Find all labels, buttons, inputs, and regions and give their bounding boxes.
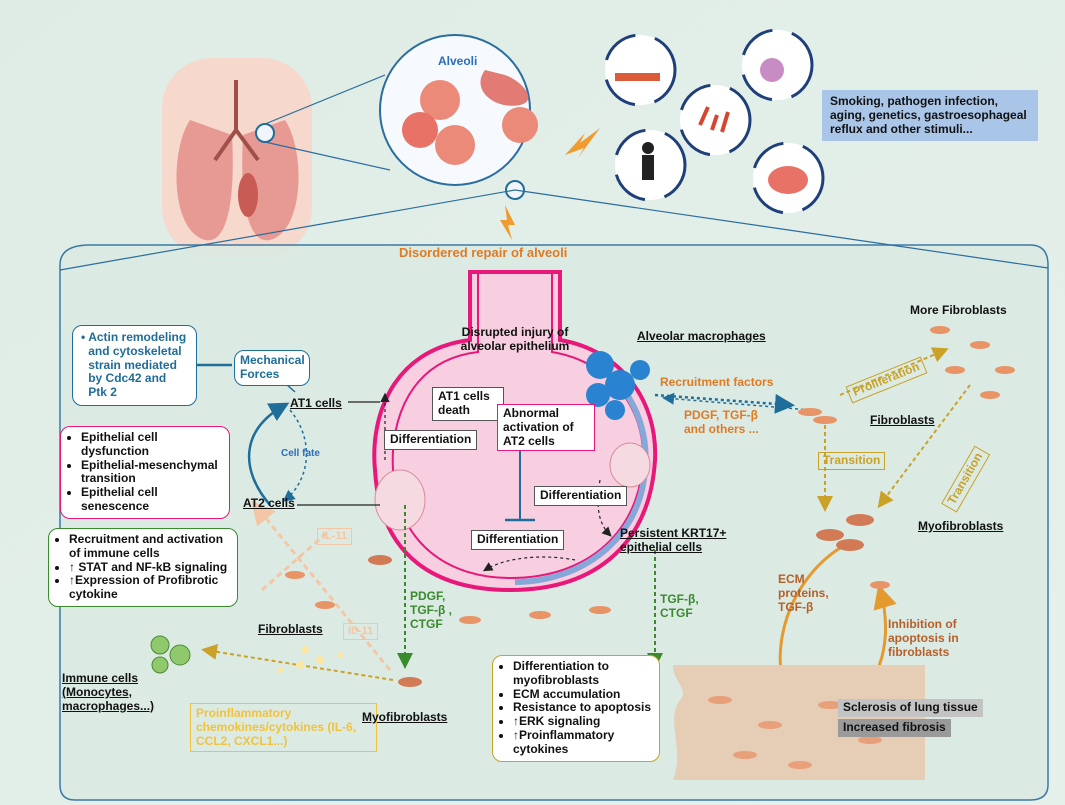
cell-fate-label: Cell fate [281, 448, 320, 459]
alveolar-macrophages-label: Alveolar macrophages [637, 329, 766, 343]
epithelial-item: Epithelial-mesenchymal transition [81, 458, 223, 487]
transition-left-label: Transition [818, 452, 886, 470]
alveoli-label: Alveoli [438, 54, 478, 68]
fibroblasts-left-label: Fibroblasts [258, 622, 323, 636]
at1-cells-label: AT1 cells [290, 396, 342, 410]
immune-activation-box: Recruitment and activation of immune cel… [48, 528, 238, 607]
disordered-repair-title: Disordered repair of alveoli [399, 245, 568, 260]
immune-item: ↑ STAT and NF-kB signaling [69, 560, 231, 575]
increased-fibrosis-label: Increased fibrosis [838, 719, 951, 737]
pdgf-left-label: PDGF, TGF-β , CTGF [410, 589, 452, 631]
at1-death-label: AT1 cells death [432, 387, 504, 421]
ecm-label: ECM proteins, TGF-β [778, 572, 829, 614]
epithelial-box: Epithelial cell dysfunction Epithelial-m… [60, 426, 230, 519]
fibroblasts-right-label: Fibroblasts [870, 413, 935, 427]
tgf-mid-label: TGF-β, CTGF [660, 592, 699, 620]
epithelial-item: Epithelial cell senescence [81, 485, 223, 514]
immune-item: Recruitment and activation of immune cel… [69, 532, 231, 561]
actin-remodeling-box: •Actin remodeling and cytoskeletal strai… [72, 325, 197, 406]
myo-effect-item: Differentiation to myofibroblasts [513, 659, 653, 688]
mechanical-forces-box: Mechanical Forces [234, 350, 310, 386]
at2-cells-label: AT2 cells [243, 496, 295, 510]
il11-top-label: IL-11 [317, 528, 353, 545]
immune-cells-label: Immune cells (Monocytes, macrophages...) [62, 671, 155, 713]
pdgf-right-label: PDGF, TGF-β and others ... [684, 408, 759, 436]
epithelial-item: Epithelial cell dysfunction [81, 430, 223, 459]
immune-item: ↑Expression of Profibrotic cytokine [69, 574, 231, 602]
differentiation-bottom-label: Differentiation [471, 530, 565, 550]
myo-effect-item: ECM accumulation [513, 687, 653, 702]
myo-effect-item: ↑Proinflammatory cytokines [513, 728, 653, 757]
myo-effect-item: ↑ERK signaling [513, 714, 653, 729]
myofibroblasts-right-label: Myofibroblasts [918, 519, 1004, 533]
sclerosis-label: Sclerosis of lung tissue [838, 699, 983, 717]
lungs-illustration [162, 58, 312, 258]
more-fibroblasts-label: More Fibroblasts [910, 303, 1007, 317]
proinflammatory-label: Proinflammatory chemokines/cytokines (IL… [190, 703, 377, 753]
stimuli-circles [603, 28, 825, 215]
recruitment-factors-label: Recruitment factors [660, 375, 774, 389]
persistent-krt17-label: Persistent KRT17+ epithelial cells [620, 526, 727, 554]
stimuli-note: Smoking, pathogen infection, aging, gene… [822, 90, 1038, 142]
abnormal-activation-label: Abnormal activation of AT2 cells [497, 404, 595, 452]
myo-effect-item: Resistance to apoptosis [513, 701, 653, 715]
differentiation-left-label: Differentiation [384, 430, 478, 450]
inhibition-label: Inhibition of apoptosis in fibroblasts [888, 617, 959, 659]
il11-bottom-label: IL-11 [343, 623, 379, 640]
myofibroblasts-bottom-label: Myofibroblasts [362, 710, 448, 724]
myofibroblast-effects-box: Differentiation to myofibroblasts ECM ac… [492, 655, 660, 762]
actin-remodeling-text: Actin remodeling and cytoskeletal strain… [88, 330, 187, 400]
disrupted-injury-label: Disrupted injury of alveolar epithelium [460, 325, 570, 353]
differentiation-right-label: Differentiation [534, 486, 628, 506]
bullet-dot: • [81, 330, 86, 344]
